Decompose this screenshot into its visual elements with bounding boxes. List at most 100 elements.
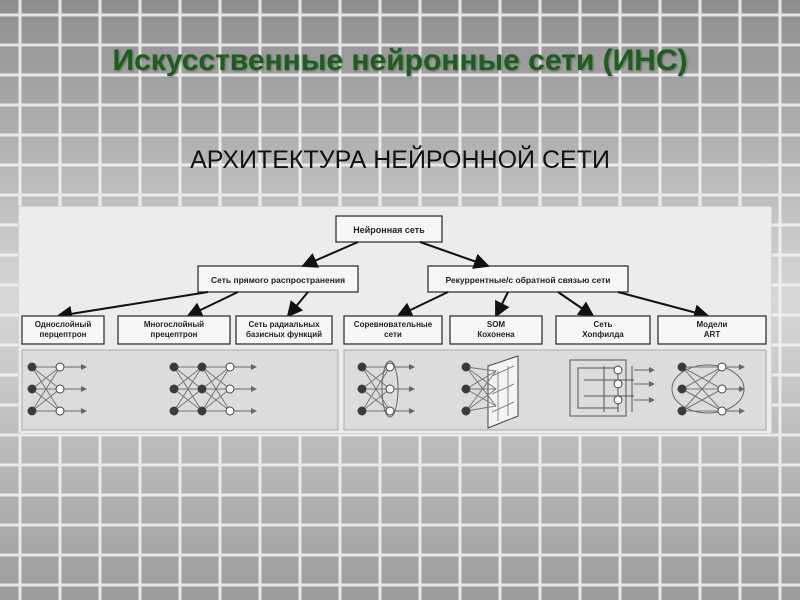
leaf-node-box xyxy=(449,315,543,345)
net-connection xyxy=(465,370,497,412)
net-node xyxy=(613,395,623,405)
net-node xyxy=(385,362,395,372)
net-node xyxy=(677,384,687,394)
net-connection xyxy=(465,388,497,407)
net-connection xyxy=(491,401,515,413)
feedforward-node-label: Сеть прямого распространения xyxy=(211,275,345,285)
leaf-node-label: Сеть радиальных xyxy=(248,320,320,329)
net-connection xyxy=(491,365,515,377)
net-connection xyxy=(465,366,497,372)
net-node xyxy=(55,384,65,394)
leaf-node-label: базисных функций xyxy=(246,330,322,339)
net-node xyxy=(717,384,727,394)
net-connection xyxy=(681,366,723,412)
net-node xyxy=(169,384,179,394)
net-node xyxy=(197,406,207,416)
leaf-node-box xyxy=(235,315,333,345)
root-node-box xyxy=(335,215,443,243)
net-connection xyxy=(31,388,61,412)
leaf-node-label: Многослойный xyxy=(144,320,204,329)
net-connection xyxy=(361,366,391,390)
leaf-node-label: сети xyxy=(384,330,402,339)
net-connection xyxy=(465,405,497,412)
net-connection xyxy=(465,366,497,407)
leaf-node-box xyxy=(555,315,651,345)
net-node xyxy=(169,362,179,372)
arrow-to-competitive xyxy=(396,291,449,318)
net-node xyxy=(461,362,471,372)
net-node xyxy=(225,384,235,394)
net-node xyxy=(385,406,395,416)
leaf-node-label: Кохонена xyxy=(477,330,515,339)
arrow-to-rbf xyxy=(286,291,309,318)
arrow-to-hopfield xyxy=(557,291,595,318)
arrow-root-to-feedforward xyxy=(301,241,359,268)
arrow-root-to-recurrent xyxy=(419,241,490,269)
net-node xyxy=(27,384,37,394)
net-node xyxy=(677,406,687,416)
net-node xyxy=(717,362,727,372)
net-node xyxy=(385,384,395,394)
leaf-node-label: ART xyxy=(704,330,721,339)
leaf-node-label: SOM xyxy=(487,320,506,329)
leaf-node-label: Модели xyxy=(697,320,728,329)
net-connection xyxy=(173,388,203,412)
recurrent-node-label: Рекуррентные/с обратной связью сети xyxy=(445,275,610,285)
net-node xyxy=(461,406,471,416)
net-connection xyxy=(465,388,497,412)
net-node xyxy=(225,406,235,416)
slide-subtitle: АРХИТЕКТУРА НЕЙРОННОЙ СЕТИ xyxy=(190,146,610,174)
net-node xyxy=(55,406,65,416)
leaf-node-box xyxy=(21,315,105,345)
net-connection xyxy=(173,366,203,412)
net-connection xyxy=(201,388,231,412)
net-connection xyxy=(201,366,231,412)
leaf-node-label: Сеть xyxy=(594,320,613,329)
root-node-label: Нейронная сеть xyxy=(353,225,425,235)
leaf-node-box xyxy=(343,315,443,345)
net-node xyxy=(197,384,207,394)
net-node xyxy=(717,406,727,416)
leaf-node-label: Соревновательные xyxy=(354,320,433,329)
feedforward-illustration-panel xyxy=(21,349,339,431)
net-node xyxy=(197,362,207,372)
leaf-node-label: перцептрон xyxy=(40,330,87,339)
leaf-node-label: прецептрон xyxy=(151,330,198,339)
net-connection xyxy=(681,388,723,412)
net-connection xyxy=(681,366,723,390)
arrow-to-art xyxy=(617,291,710,321)
leaf-node-label: Однослойный xyxy=(35,320,92,329)
net-connection xyxy=(465,366,497,390)
arrow-to-multilayer xyxy=(186,291,239,318)
architecture-diagram: Нейронная сеть Сеть прямого распростране… xyxy=(18,206,772,434)
net-connection xyxy=(31,366,61,390)
leaf-node-box xyxy=(117,315,231,345)
net-connection xyxy=(361,388,391,412)
net-node xyxy=(55,362,65,372)
feedforward-node-box xyxy=(197,265,359,293)
leaf-node-box xyxy=(657,315,767,345)
net-node xyxy=(677,362,687,372)
net-node xyxy=(169,406,179,416)
net-node xyxy=(357,362,367,372)
arrow-to-som xyxy=(495,291,510,318)
recurrent-node-box xyxy=(427,265,629,293)
net-node xyxy=(27,362,37,372)
slide-title: Искусственные нейронные сети (ИНС) xyxy=(112,44,688,77)
hopfield-feedback-loop xyxy=(569,359,627,417)
net-connection xyxy=(201,366,231,390)
net-connection xyxy=(31,366,61,412)
net-connection xyxy=(491,383,515,395)
net-node xyxy=(461,384,471,394)
net-node xyxy=(357,406,367,416)
net-node xyxy=(613,379,623,389)
net-node xyxy=(225,362,235,372)
leaf-node-label: Хопфилда xyxy=(582,330,624,339)
net-connection xyxy=(173,366,203,390)
net-node xyxy=(613,365,623,375)
arrow-to-single-layer xyxy=(56,291,209,322)
net-node xyxy=(27,406,37,416)
net-node xyxy=(357,384,367,394)
net-connection xyxy=(361,366,391,412)
net-connection xyxy=(465,370,497,390)
